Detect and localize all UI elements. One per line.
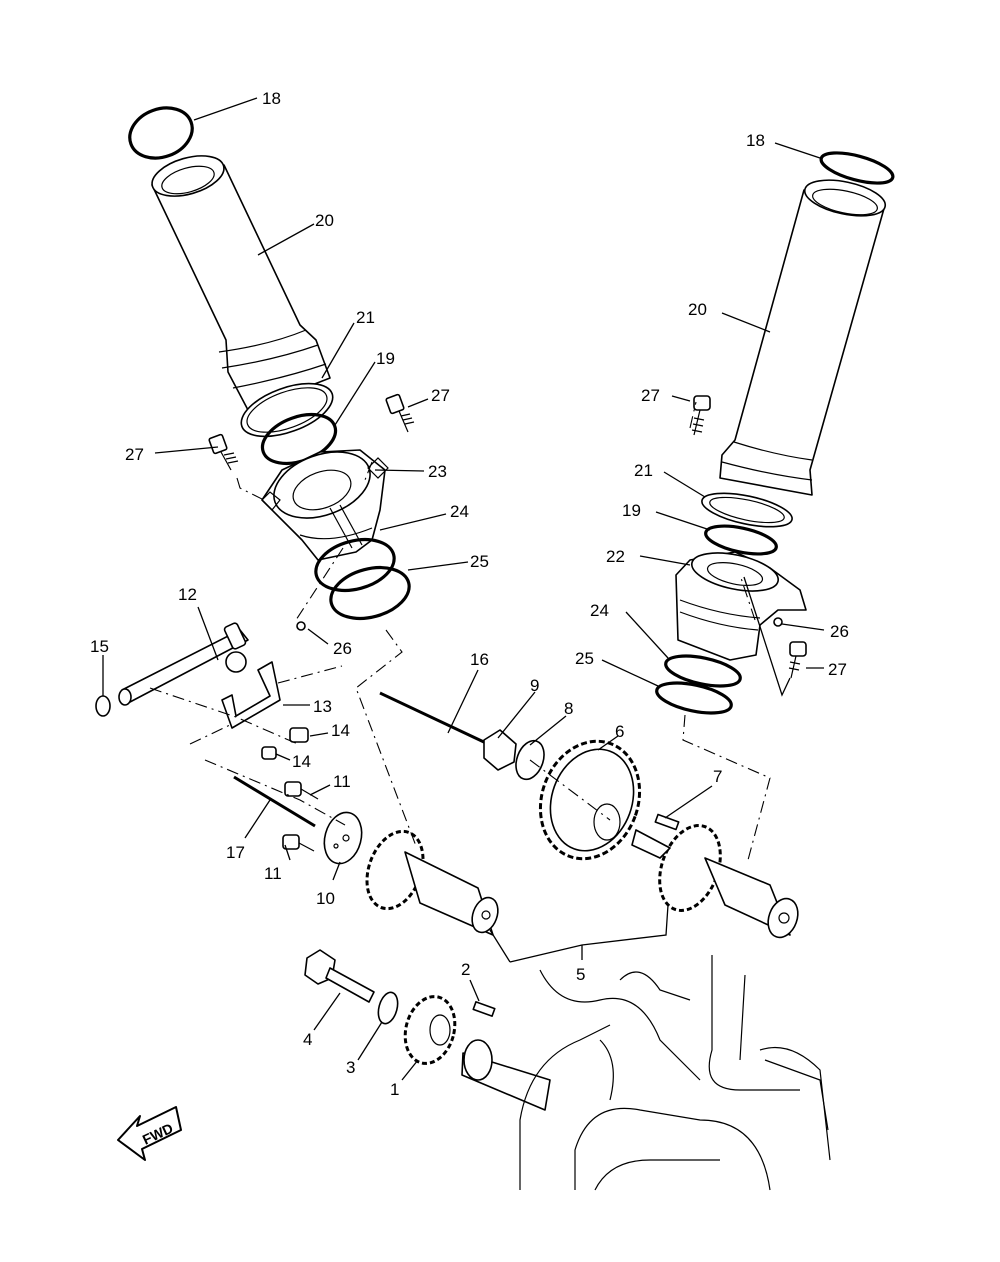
part-24-left-o-ring — [314, 538, 396, 592]
callout-26-right: 26 — [830, 622, 849, 641]
callout-8: 8 — [564, 699, 573, 718]
callout-17: 17 — [226, 843, 245, 862]
part-14-screw-b — [261, 746, 277, 760]
callout-13: 13 — [313, 697, 332, 716]
part-20-right-tube — [719, 179, 887, 496]
part-7-key — [654, 813, 680, 831]
callout-16: 16 — [470, 650, 489, 669]
part-27-right-bolt-b — [788, 641, 807, 679]
callout-20-right: 20 — [688, 300, 707, 319]
callout-14-upper: 14 — [331, 721, 350, 740]
part-17-pin — [233, 775, 316, 828]
callout-11-upper: 11 — [333, 772, 351, 791]
part-23-left-housing — [261, 449, 389, 561]
engine-background-outline — [461, 955, 831, 1191]
callout-21-right: 21 — [634, 461, 653, 480]
part-11-bolt-b — [282, 834, 315, 852]
callout-27-left-top: 27 — [431, 386, 450, 405]
part-20-left-tube — [151, 155, 331, 411]
part-11-bolt-a — [284, 781, 319, 800]
callout-4: 4 — [303, 1030, 312, 1049]
callout-2: 2 — [461, 960, 470, 979]
callout-numbers: 1 2 3 4 5 6 7 8 9 10 11 11 12 13 14 14 1… — [90, 89, 849, 1099]
callout-10: 10 — [316, 889, 335, 908]
callout-7: 7 — [713, 767, 722, 786]
callout-12: 12 — [178, 585, 197, 604]
callout-20-left: 20 — [315, 211, 334, 230]
part-18-right-o-ring — [819, 151, 895, 185]
part-15-washer — [95, 695, 111, 717]
assembly-center-lines — [149, 401, 771, 861]
part-12-shift-shaft — [118, 622, 249, 706]
leader-lines — [102, 97, 825, 1081]
callout-24-left: 24 — [450, 502, 469, 521]
part-21-left-spacer-ring — [240, 382, 334, 438]
callout-11-lower: 11 — [264, 864, 282, 883]
callout-25-right: 25 — [575, 649, 594, 668]
part-22-right-housing — [675, 551, 807, 661]
callout-3: 3 — [346, 1058, 355, 1077]
part-10-cam-plate — [323, 811, 363, 865]
callout-15: 15 — [90, 637, 109, 656]
callout-26-left: 26 — [333, 639, 352, 658]
part-5-camshaft-left — [365, 829, 499, 936]
forward-direction-arrow-icon: FWD — [117, 1106, 182, 1161]
part-13-bracket — [221, 661, 281, 729]
callout-19-right: 19 — [622, 501, 641, 520]
part-9-nut — [483, 729, 517, 771]
part-18-left-o-ring — [128, 106, 194, 160]
part-27-left-bolt-a — [208, 433, 239, 471]
callout-22: 22 — [606, 547, 625, 566]
callout-27-right-top: 27 — [641, 386, 660, 405]
part-3-washer — [377, 991, 399, 1025]
part-25-right-o-ring — [655, 681, 733, 715]
callout-18-right: 18 — [746, 131, 765, 150]
part-2-key — [472, 1001, 496, 1017]
callout-27-left: 27 — [125, 445, 144, 464]
callout-19-left: 19 — [376, 349, 395, 368]
part-26-right-clip — [773, 617, 783, 627]
callout-9: 9 — [530, 676, 539, 695]
callout-18-left: 18 — [262, 89, 281, 108]
part-14-screw-a — [289, 727, 309, 743]
callout-1: 1 — [390, 1080, 399, 1099]
part-4-bolt — [304, 949, 375, 1003]
part-5-camshaft-right — [631, 824, 799, 939]
callout-6: 6 — [615, 722, 624, 741]
part-27-left-bolt-b — [385, 393, 415, 433]
callout-24-right: 24 — [590, 601, 609, 620]
part-25-left-o-ring — [329, 566, 411, 620]
callout-23: 23 — [428, 462, 447, 481]
part-21-right-spacer-ring — [701, 492, 793, 528]
part-19-right-o-ring — [704, 524, 778, 556]
part-1-gear — [403, 995, 457, 1065]
callout-5: 5 — [576, 965, 585, 984]
part-27-right-bolt-a — [691, 395, 711, 436]
part-24-right-o-ring — [664, 654, 742, 688]
part-16-pin — [379, 691, 487, 745]
part-26-left-clip — [296, 621, 306, 631]
callout-27-right: 27 — [828, 660, 847, 679]
callout-21-left: 21 — [356, 308, 375, 327]
callout-25-left: 25 — [470, 552, 489, 571]
callout-14-lower: 14 — [292, 752, 311, 771]
part-6-gear — [538, 739, 642, 861]
